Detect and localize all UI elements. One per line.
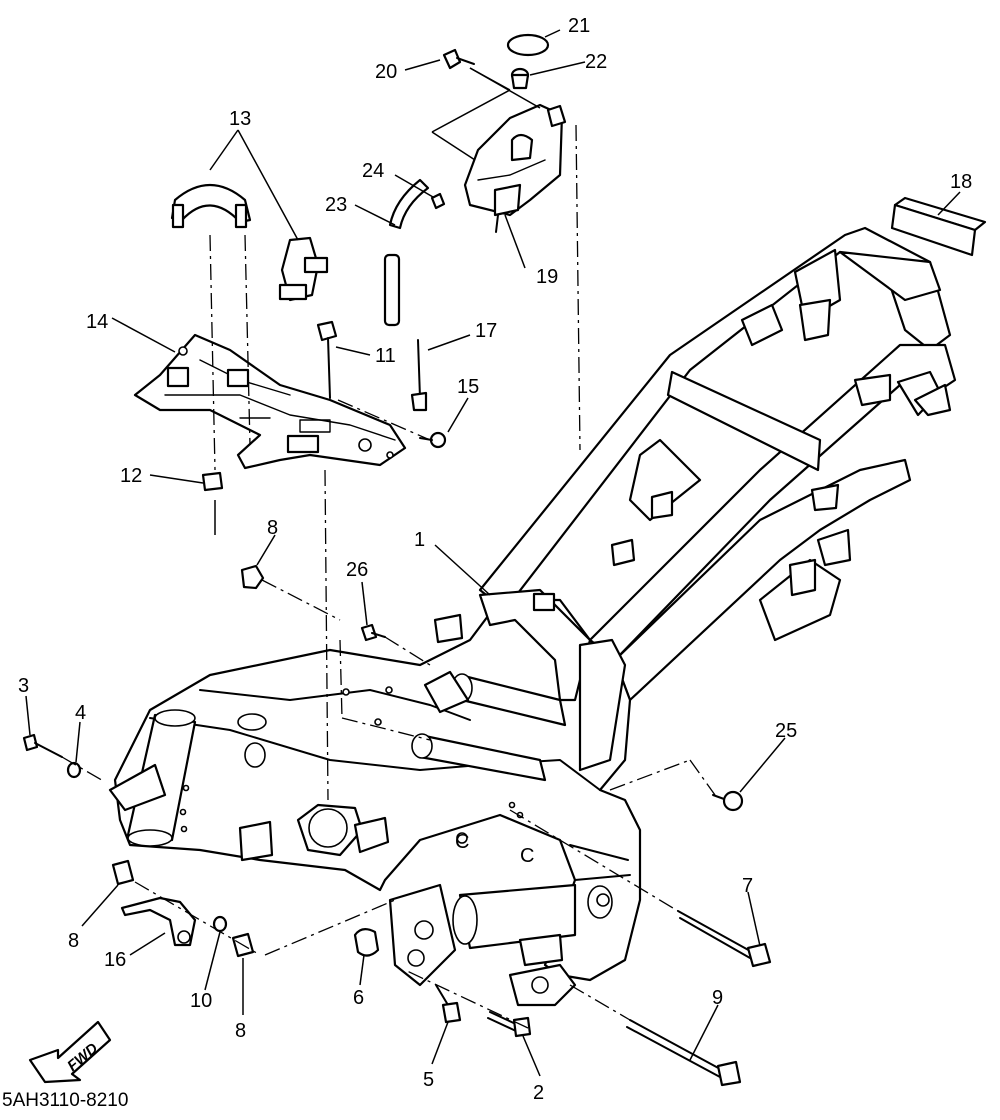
fwd-arrow: FWD	[28, 1020, 112, 1084]
callout-6: 6	[353, 987, 364, 1009]
callout-1: 1	[414, 529, 425, 551]
diagram-code: 5AH3110-8210	[2, 1090, 128, 1111]
svg-text:C: C	[455, 831, 469, 853]
callout-18: 18	[950, 171, 972, 193]
callout-23: 23	[325, 194, 347, 216]
main-frame: C C	[108, 226, 957, 1007]
guide-lines	[61, 124, 716, 1029]
callout-8-top: 8	[267, 517, 278, 539]
part-13-bands	[170, 183, 329, 302]
callout-4: 4	[75, 702, 86, 724]
callout-8-left: 8	[68, 930, 79, 952]
leader-lines	[25, 29, 961, 1077]
fasteners	[22, 320, 772, 1087]
callout-25: 25	[775, 720, 797, 742]
callout-15: 15	[457, 376, 479, 398]
callout-12: 12	[120, 465, 142, 487]
callout-20: 20	[375, 61, 397, 83]
callout-5: 5	[423, 1069, 434, 1091]
part-18-strip	[890, 196, 987, 257]
callout-9: 9	[712, 987, 723, 1009]
callout-21: 21	[568, 15, 590, 37]
callout-11: 11	[375, 345, 396, 367]
part-14-bracket	[133, 333, 407, 470]
callout-7: 7	[742, 875, 753, 897]
callout-26: 26	[346, 559, 368, 581]
svg-text:C: C	[520, 845, 534, 867]
part-19-reservoir	[383, 33, 567, 327]
callout-numbers: 1 2 3 4 5 6 7 8 8 8 9 10 11 12 13 14 15 …	[18, 15, 972, 1104]
callout-17: 17	[475, 320, 497, 342]
callout-22: 22	[585, 51, 607, 73]
callout-13: 13	[229, 108, 251, 130]
callout-2: 2	[533, 1082, 544, 1104]
callout-14: 14	[86, 311, 108, 333]
callout-24: 24	[362, 160, 384, 182]
callout-8-bottom: 8	[235, 1020, 246, 1042]
callout-19: 19	[536, 266, 558, 288]
callout-10: 10	[190, 990, 212, 1012]
callout-16: 16	[104, 949, 126, 971]
callout-3: 3	[18, 675, 29, 697]
